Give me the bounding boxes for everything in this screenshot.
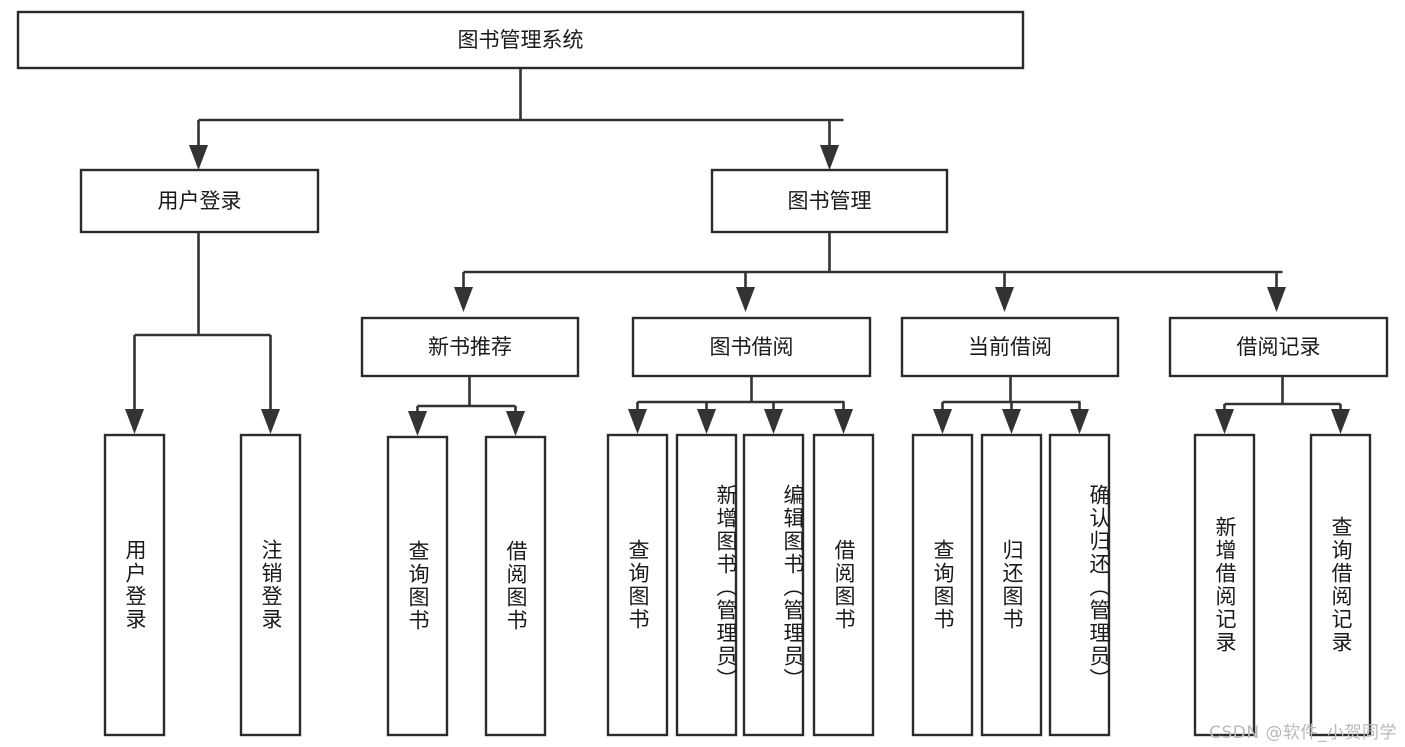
- leaf-box-currentborrow-confirm[interactable]: [1048, 433, 1111, 737]
- node-box-borrow-record[interactable]: [1168, 316, 1389, 378]
- arrow-bookborrow-leaf-1: [628, 409, 647, 434]
- node-label-root: 图书管理系统: [458, 28, 584, 52]
- leaf-box-currentborrow-query[interactable]: [911, 433, 974, 737]
- arrow-bookborrow-leaf-2: [697, 409, 716, 434]
- node-box-new-book-recommend[interactable]: [360, 316, 580, 378]
- arrow-currentborrow-leaf-3: [1070, 409, 1089, 434]
- node-label-book-borrow: 图书借阅: [710, 335, 794, 359]
- leaf-box-bookborrow-query[interactable]: [606, 433, 669, 737]
- arrow-to-currentborrow: [995, 287, 1014, 312]
- arrow-bookborrow-leaf-3: [764, 409, 783, 434]
- leaf-box-bookborrow-edit[interactable]: [742, 433, 805, 737]
- arrow-newbook-leaf-1: [408, 411, 427, 436]
- arrow-currentborrow-leaf-2: [1002, 409, 1021, 434]
- arrow-newbook-leaf-2: [506, 411, 525, 436]
- node-box-book-management[interactable]: [710, 168, 949, 234]
- nodes-layer: 图书管理系统 用户登录 图书管理 新书推荐 图书借阅 当前借阅 借阅记录: [16, 10, 1389, 737]
- leaf-box-borrowrecord-add[interactable]: [1193, 433, 1256, 737]
- leaf-box-newbook-query[interactable]: [386, 435, 449, 737]
- node-label-borrow-record: 借阅记录: [1237, 335, 1321, 359]
- node-label-user-login: 用户登录: [158, 189, 242, 213]
- leaf-box-user-login-logout[interactable]: [239, 433, 302, 737]
- arrow-to-borrowrecord: [1267, 287, 1286, 312]
- node-box-user-login[interactable]: [79, 168, 320, 234]
- arrow-userlogin-leaf-1: [125, 409, 144, 434]
- arrow-to-newbook: [454, 287, 473, 312]
- leaf-box-bookborrow-add[interactable]: [675, 433, 738, 737]
- arrow-to-bookborrow: [736, 287, 755, 312]
- leaf-box-currentborrow-return[interactable]: [980, 433, 1043, 737]
- watermark-text: CSDN @软件_小贺同学: [1209, 723, 1397, 743]
- node-box-root[interactable]: [16, 10, 1025, 70]
- node-label-current-borrow: 当前借阅: [968, 335, 1052, 359]
- node-box-current-borrow[interactable]: [900, 316, 1120, 378]
- arrow-borrowrecord-leaf-1: [1215, 409, 1234, 434]
- leaf-box-borrowrecord-query[interactable]: [1309, 433, 1372, 737]
- arrow-to-bookmgmt: [820, 145, 839, 170]
- arrow-userlogin-leaf-2: [261, 409, 280, 434]
- node-label-book-management: 图书管理: [788, 189, 872, 213]
- arrow-bookborrow-leaf-4: [834, 409, 853, 434]
- leaf-box-bookborrow-borrow[interactable]: [812, 433, 875, 737]
- node-box-book-borrow[interactable]: [631, 316, 872, 378]
- leaf-box-user-login-login[interactable]: [103, 433, 166, 737]
- arrow-borrowrecord-leaf-2: [1331, 409, 1350, 434]
- arrow-currentborrow-leaf-1: [933, 409, 952, 434]
- node-label-new-book-recommend: 新书推荐: [428, 335, 512, 359]
- arrow-to-userlogin: [189, 145, 208, 170]
- leaf-box-newbook-borrow[interactable]: [484, 435, 547, 737]
- connectors-layer: [125, 68, 1350, 436]
